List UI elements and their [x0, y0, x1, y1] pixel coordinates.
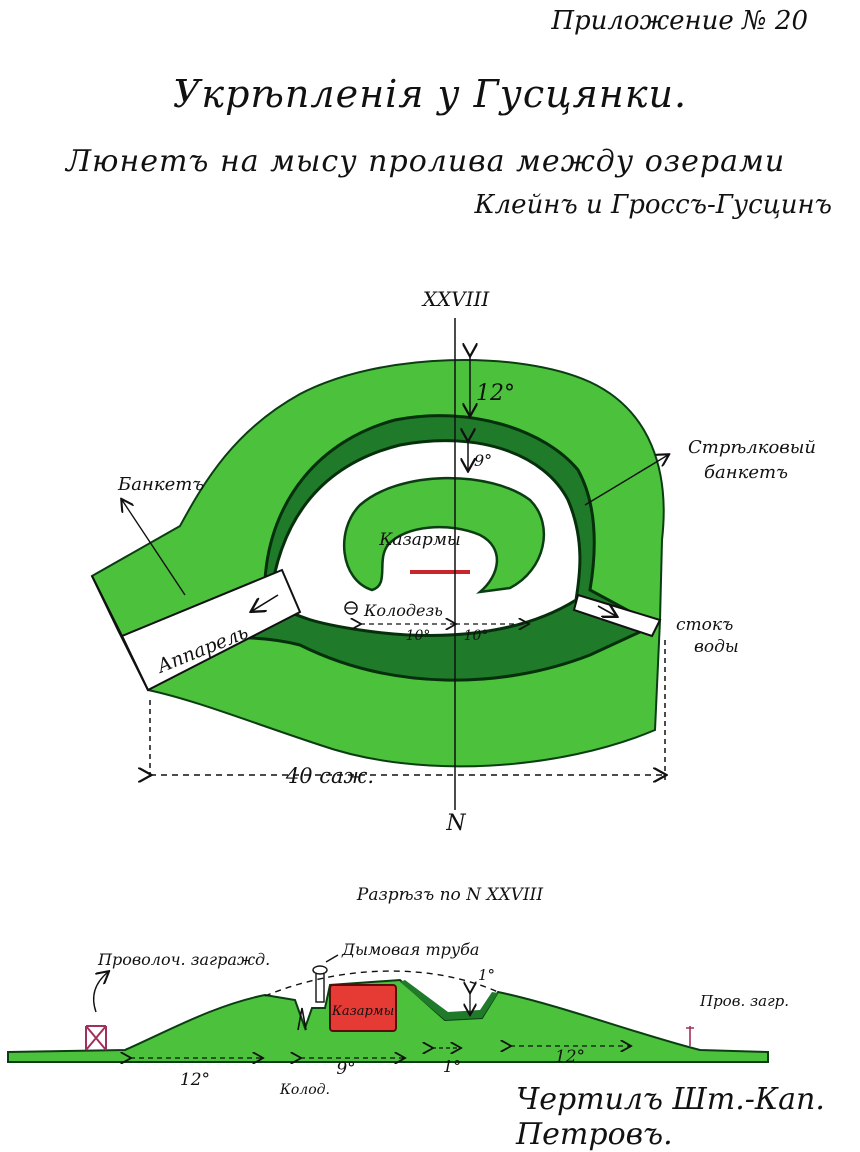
- ramp-arrow: [252, 594, 279, 611]
- well-symbol: [344, 601, 358, 615]
- section-inner-band: [400, 980, 498, 1020]
- dim-left-label: 10°: [406, 628, 431, 644]
- chimney-label: Дымовая труба: [341, 940, 479, 959]
- one-degree-label: 1°: [478, 966, 495, 984]
- appendix-number: Приложение № 20: [551, 6, 808, 36]
- chimney-leader: [325, 954, 339, 963]
- dim-right-label: 10°: [464, 628, 489, 644]
- ramp-side: [91, 575, 149, 691]
- axis-top-label: XXVIII: [421, 287, 491, 311]
- chimney: [315, 971, 325, 1003]
- drain-arrow: [597, 606, 616, 616]
- section-barracks: [329, 984, 397, 1032]
- well-section-label: Колод.: [279, 1082, 330, 1098]
- wire-left-label: Проволоч. загражд.: [97, 950, 270, 969]
- title-block: Приложение № 20 Укрѣпленія у Гусцянки. Л…: [0, 0, 860, 240]
- cross-section: Разрѣзъ по N XXVIII Проволоч. загражд.: [7, 885, 789, 1098]
- subtitle-line-1: Люнетъ на мысу пролива между озерами: [66, 144, 786, 179]
- dim-12-left-label: 12°: [180, 1070, 210, 1090]
- barracks-mound: [342, 476, 546, 594]
- section-well: [297, 1007, 307, 1031]
- rifle-banquette-label-1: Стрѣлковый: [688, 437, 816, 458]
- rifle-banquette-leader: [584, 455, 668, 506]
- wire-obstacle-right: [686, 1026, 694, 1046]
- dim-1-label: 1°: [443, 1057, 461, 1076]
- wire-obstacle-left: [85, 1025, 107, 1051]
- wire-right-label: Пров. загр.: [699, 992, 789, 1010]
- banquette-leader: [122, 500, 186, 596]
- dim-9-label: 9°: [336, 1059, 355, 1079]
- section-title: Разрѣзъ по N XXVIII: [356, 885, 544, 905]
- page-title: Укрѣпленія у Гусцянки.: [172, 72, 688, 116]
- drain-label-2: воды: [694, 637, 739, 657]
- wire-left-leader: [92, 972, 108, 1013]
- rifle-banquette-label-2: банкетъ: [704, 462, 788, 483]
- depth-inner-label: 9°: [474, 451, 492, 470]
- chimney-cap: [312, 965, 328, 975]
- draftsman-signature: Чертилъ Шт.-Кап. Петровъ.: [516, 1082, 825, 1152]
- well-label: Колодезь: [363, 601, 443, 620]
- banquette-label: Банкетъ: [117, 474, 204, 495]
- barracks-label: Казармы: [378, 530, 461, 550]
- drain-label-1: стокъ: [676, 615, 733, 635]
- axis-bottom-label: N: [445, 811, 466, 836]
- section-barracks-label: Казармы: [331, 1004, 394, 1019]
- depth-outer-label: 12°: [476, 381, 515, 406]
- width-label: 40 саж.: [285, 764, 374, 788]
- subtitle-line-2: Клейнъ и Гроссъ-Гусцинъ: [474, 190, 833, 220]
- dim-12-right-label: 12°: [555, 1047, 585, 1067]
- lunette-plan: XXVIII N 12° 9° Казармы Колодезь 10° 10°…: [90, 287, 816, 836]
